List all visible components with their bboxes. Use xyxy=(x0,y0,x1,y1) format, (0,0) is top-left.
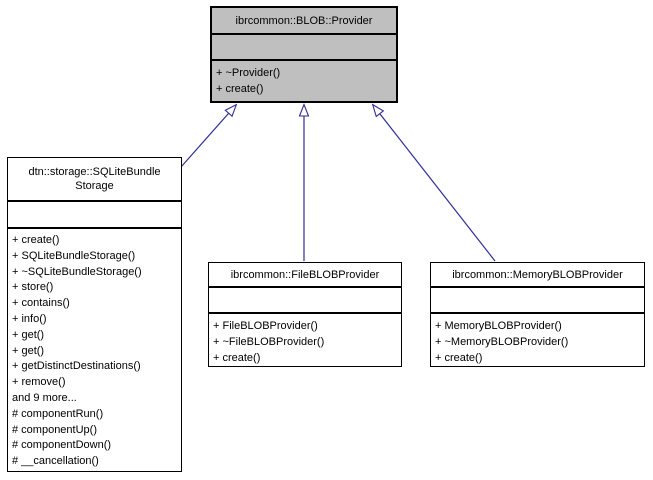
methods-compartment: + create() + SQLiteBundleStorage() + ~SQLi… xyxy=(8,229,181,471)
class-node-provider[interactable]: ibrcommon::BLOB::Provider + ~Provider()+… xyxy=(210,6,398,103)
member-text: # componentRun() xyxy=(12,407,104,420)
class-node-fileblobprovider[interactable]: ibrcommon::FileBLOBProvider + FileBLOBPr… xyxy=(208,262,402,367)
class-title: ibrcommon::MemoryBLOBProvider xyxy=(431,263,644,288)
methods-compartment: + ~Provider() + create() xyxy=(212,61,396,101)
member-text: # componentUp() xyxy=(12,423,97,436)
member-text: + FileBLOBProvider() xyxy=(213,320,318,332)
member-text: + contains() xyxy=(12,297,70,310)
class-title-line: dtn::storage::SQLiteBundle xyxy=(28,166,161,178)
methods-compartment: + MemoryBLOBProvider() + ~MemoryBLOBProvi… xyxy=(431,314,644,366)
class-title-line: ibrcommon::MemoryBLOBProvider xyxy=(452,268,623,281)
member-text: + MemoryBLOBProvider() xyxy=(435,320,562,332)
member-text: + create() xyxy=(216,83,264,95)
attributes-compartment xyxy=(209,288,401,314)
class-node-memoryblobprovider[interactable]: ibrcommon::MemoryBLOBProvider + MemoryBL… xyxy=(430,262,645,367)
attributes-compartment xyxy=(431,288,644,314)
class-title-line: Storage xyxy=(75,180,114,192)
attributes-compartment xyxy=(8,202,181,229)
member-text: # componentDown() xyxy=(12,439,112,452)
member-text: + ~FileBLOBProvider() xyxy=(213,336,325,348)
inheritance-edge-sqlite-to-provider xyxy=(180,105,236,168)
member-text: + create() xyxy=(213,352,261,364)
methods-compartment: + FileBLOBProvider() + ~FileBLOBProvider(… xyxy=(209,314,401,366)
member-text: + remove() xyxy=(12,376,66,389)
class-title-line: ibrcommon::FileBLOBProvider xyxy=(230,268,380,281)
member-text: # __cancellation() xyxy=(12,455,99,468)
member-text: + ~MemoryBLOBProvider() xyxy=(435,336,569,348)
class-title: ibrcommon::BLOB::Provider xyxy=(212,8,396,35)
member-text: + ~Provider() xyxy=(216,67,281,79)
member-text: + ~SQLiteBundleStorage() xyxy=(12,265,142,278)
member-text: and 9 more... xyxy=(12,391,77,404)
member-text: + info() xyxy=(12,312,47,325)
member-text: + store() xyxy=(12,281,54,294)
member-text: + create() xyxy=(435,352,483,364)
member-text: + get() xyxy=(12,344,45,357)
member-text: + getDistinctDestinations() xyxy=(12,360,141,373)
member-text: + get() xyxy=(12,328,45,341)
class-title: ibrcommon::FileBLOBProvider xyxy=(209,263,401,288)
member-text: + SQLiteBundleStorage() xyxy=(12,249,136,262)
attributes-compartment xyxy=(212,35,396,61)
member-text: + create() xyxy=(12,234,60,246)
inheritance-edge-memory-to-provider xyxy=(373,105,496,262)
class-title-line: ibrcommon::BLOB::Provider xyxy=(235,14,373,27)
